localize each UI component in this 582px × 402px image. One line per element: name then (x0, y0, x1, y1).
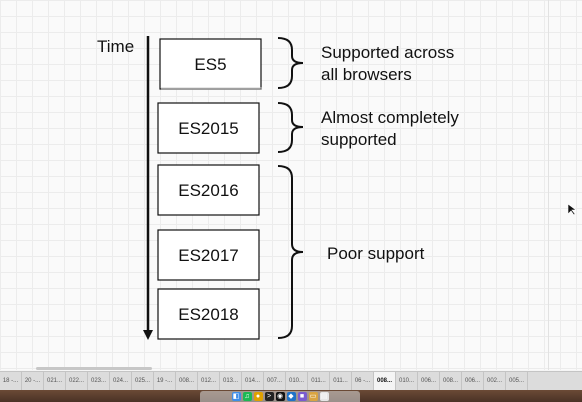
box-es2017[interactable]: ES2017 (157, 229, 260, 281)
annotation-line: Poor support (327, 244, 425, 263)
page-tab[interactable]: 021... (44, 372, 66, 390)
box-es5-label: ES5 (194, 55, 226, 74)
finder-icon[interactable]: ◧ (231, 392, 241, 401)
canvas-edge (548, 0, 549, 370)
vscode-icon[interactable]: ◆ (286, 392, 296, 401)
annotation-line: Supported across (321, 43, 454, 62)
page-tab[interactable]: 023... (88, 372, 110, 390)
page-tab[interactable]: 002... (484, 372, 506, 390)
page-tab[interactable]: 006... (462, 372, 484, 390)
brace-es5[interactable] (277, 37, 304, 89)
page-tab[interactable]: 008... (374, 372, 396, 390)
es-timeline-diagram: Time ES5 ES2015 ES2016 ES2017 ES2018 (97, 36, 459, 340)
github-icon[interactable]: ◉ (275, 392, 285, 401)
page-tab[interactable]: 025... (132, 372, 154, 390)
page-tab[interactable]: 010... (396, 372, 418, 390)
time-axis-label[interactable]: Time (97, 37, 134, 56)
folder-icon[interactable]: ▭ (308, 392, 318, 401)
box-es2015[interactable]: ES2015 (157, 102, 260, 154)
annotation-supported-all[interactable]: Supported across all browsers (321, 43, 454, 84)
chrome-icon[interactable]: ● (253, 392, 263, 401)
page-tab[interactable]: 011... (308, 372, 330, 390)
annotation-almost-supported[interactable]: Almost completely supported (321, 108, 459, 149)
page-tab[interactable]: 18 -... (0, 372, 22, 390)
page-tab[interactable]: 007... (264, 372, 286, 390)
annotation-poor-support[interactable]: Poor support (327, 244, 425, 263)
annotation-line: all browsers (321, 65, 412, 84)
box-es2018-label: ES2018 (178, 305, 239, 324)
annotation-line: supported (321, 130, 397, 149)
terminal-icon[interactable]: > (264, 392, 274, 401)
box-es2015-label: ES2015 (178, 119, 239, 138)
brace-poor-support[interactable] (277, 165, 304, 339)
page-tab[interactable]: 20 -... (22, 372, 44, 390)
mouse-cursor-icon (568, 204, 576, 216)
spotify-icon[interactable]: ♫ (242, 392, 252, 401)
page-tab[interactable]: 19 -... (154, 372, 176, 390)
page-tab[interactable]: 008... (176, 372, 198, 390)
page-tab[interactable]: 012... (198, 372, 220, 390)
box-es2018[interactable]: ES2018 (157, 288, 260, 340)
app-icon[interactable]: ■ (297, 392, 307, 401)
page-tab[interactable]: 013... (220, 372, 242, 390)
page-tab[interactable]: 022... (66, 372, 88, 390)
box-es2016-label: ES2016 (178, 181, 239, 200)
box-es2017-label: ES2017 (178, 246, 239, 265)
page-tab[interactable]: 014... (242, 372, 264, 390)
annotation-line: Almost completely (321, 108, 459, 127)
page-tab[interactable]: 010... (286, 372, 308, 390)
notes-icon[interactable]: ▤ (319, 392, 329, 401)
dock: ◧♫●>◉◆■▭▤ (200, 391, 360, 402)
brace-es2015[interactable] (277, 102, 304, 153)
page-tab[interactable]: 011... (330, 372, 352, 390)
diagram-canvas: Time ES5 ES2015 ES2016 ES2017 ES2018 (0, 0, 582, 370)
page-tab[interactable]: 008... (440, 372, 462, 390)
page-tab[interactable]: 006... (418, 372, 440, 390)
page-tabs-bar: 18 -...20 -...021...022...023...024...02… (0, 371, 582, 390)
horizontal-scrollbar[interactable] (36, 367, 152, 370)
page-tab[interactable]: 06 -... (352, 372, 374, 390)
page-tab[interactable]: 005... (506, 372, 528, 390)
box-es5[interactable]: ES5 (159, 38, 262, 90)
box-es2016[interactable]: ES2016 (157, 164, 260, 216)
page-tab[interactable]: 024... (110, 372, 132, 390)
time-axis-arrowhead (143, 330, 153, 340)
